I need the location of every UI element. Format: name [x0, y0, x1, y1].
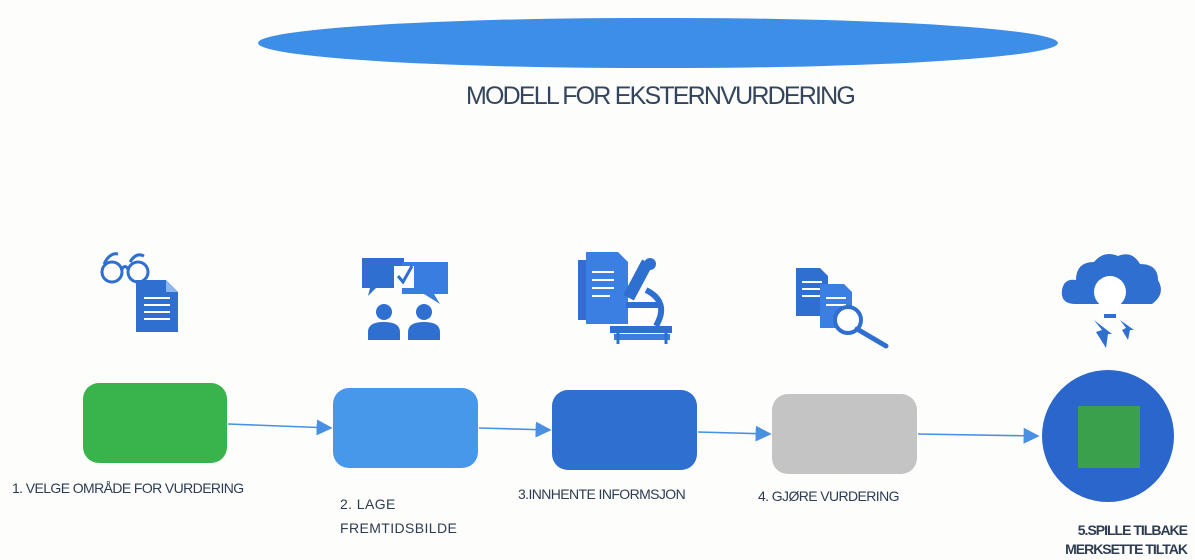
documents-microscope-icon — [578, 252, 672, 344]
step4-box — [772, 394, 917, 474]
document-magnifier-icon — [796, 268, 889, 349]
step2-label-line2: FREMTIDSBILDE — [340, 520, 458, 536]
step3-box — [552, 390, 697, 470]
step5-label-line1: 5.SPILLE TILBAKE — [1077, 522, 1188, 538]
step1-box — [83, 383, 227, 463]
people-discussion-icon — [362, 258, 448, 340]
arrow-2-3 — [478, 421, 552, 438]
arrow-1-2 — [227, 419, 333, 436]
diagram-title: MODELL FOR EKSTERNVURDERING — [465, 82, 856, 110]
step2-box — [333, 388, 478, 468]
step5-square — [1078, 406, 1140, 468]
arrow-3-4 — [697, 425, 772, 442]
step5-circle — [1042, 370, 1174, 502]
step5-label-line2: MERKSETTE TILTAK — [1065, 541, 1188, 557]
step1-label: 1. VELGE OMRÅDE FOR VURDERING — [12, 480, 244, 496]
step2-label-line1: 2. LAGE — [340, 496, 396, 512]
cloud-lightbulb-icon — [1061, 254, 1161, 348]
title-banner — [258, 18, 1058, 68]
arrow-4-5 — [917, 427, 1040, 444]
glasses-document-icon — [100, 252, 178, 332]
step4-label: 4. GJØRE VURDERING — [758, 488, 899, 504]
step3-label: 3.INNHENTE INFORMSJON — [518, 486, 686, 502]
